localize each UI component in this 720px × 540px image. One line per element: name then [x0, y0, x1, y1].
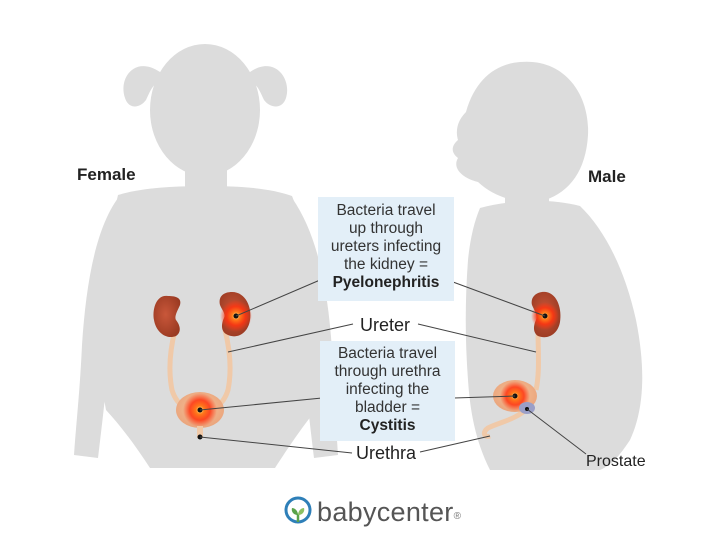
babycenter-logo-icon — [284, 496, 312, 524]
cystitis-line-1: Bacteria travel — [337, 345, 438, 362]
pyelonephritis-term: Pyelonephritis — [332, 274, 440, 291]
pyelo-line-3: ureters infecting — [330, 238, 442, 255]
pyelonephritis-box: Bacteria travel up through ureters infec… — [318, 202, 454, 292]
babycenter-wordmark: babycenter — [317, 496, 454, 527]
urethra-label: Urethra — [356, 443, 417, 463]
male-ureter — [533, 329, 541, 391]
ureter-label: Ureter — [360, 315, 411, 335]
pyelo-line-4: the kidney = — [343, 256, 429, 273]
pyelo-line-1: Bacteria travel — [336, 202, 436, 219]
male-urethra — [481, 406, 530, 439]
female-label: Female — [77, 165, 136, 184]
female-urinary-system — [153, 292, 252, 440]
female-urethra — [197, 426, 203, 438]
leader-lines — [199, 279, 587, 455]
prostate-label: Prostate — [586, 453, 646, 470]
cystitis-box: Bacteria travel through urethra infectin… — [320, 345, 455, 435]
cystitis-line-2: through urethra — [334, 363, 441, 380]
male-silhouette — [452, 61, 643, 470]
babycenter-logo: babycenter ® — [283, 494, 461, 530]
female-silhouette — [74, 44, 338, 468]
cystitis-line-3: infecting the — [345, 381, 430, 398]
pyelo-line-2: up through — [348, 220, 424, 237]
cystitis-line-4: bladder = — [354, 399, 421, 416]
female-kidney-left — [153, 295, 181, 338]
registered-mark: ® — [453, 511, 461, 522]
cystitis-term: Cystitis — [359, 417, 416, 434]
male-label: Male — [588, 167, 626, 186]
